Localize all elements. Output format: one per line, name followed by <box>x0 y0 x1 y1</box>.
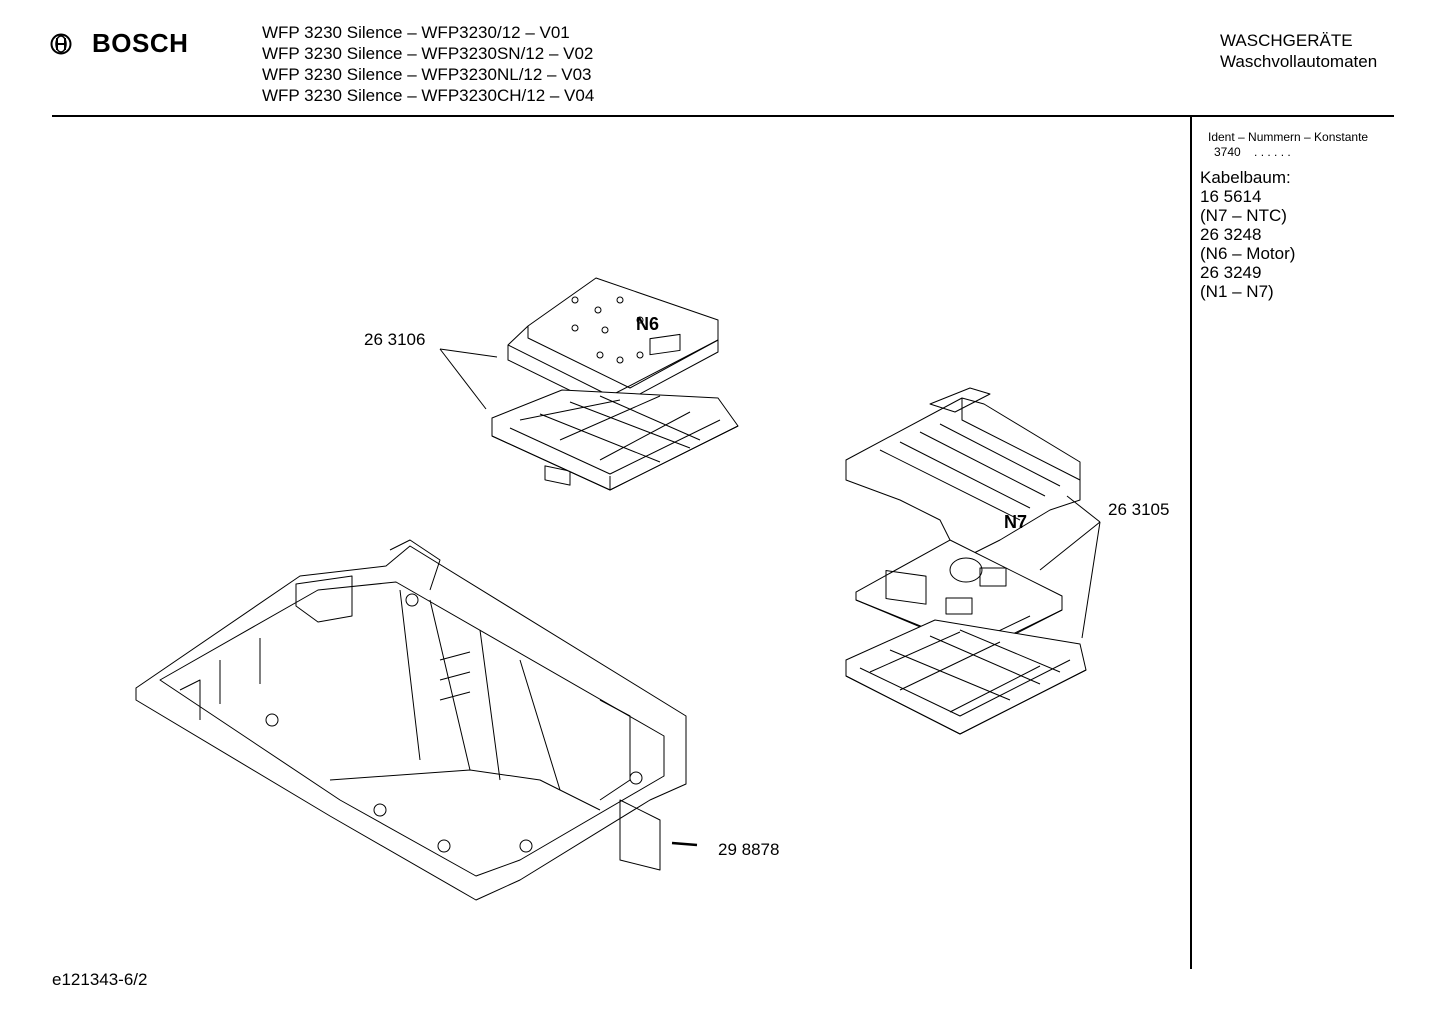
leader-line <box>1081 521 1101 639</box>
ident-code: 3740 <box>1214 145 1241 159</box>
leader-line <box>1039 521 1101 571</box>
kabelbaum-line: (N1 – N7) <box>1200 282 1274 301</box>
n7-module-board <box>855 539 1063 653</box>
kabelbaum-line: (N7 – NTC) <box>1200 206 1287 225</box>
n7-module-tray <box>845 619 1087 735</box>
category-line: WASCHGERÄTE <box>1220 31 1353 50</box>
module-tag-n7: N7 <box>1004 512 1028 532</box>
sidebar-divider <box>1190 117 1192 969</box>
ident-code-row: 3740 . . . . . . <box>1208 145 1368 160</box>
kabelbaum-line: 26 3248 <box>1200 225 1262 244</box>
base-frame <box>135 539 687 901</box>
kabelbaum-line: Kabelbaum: <box>1200 168 1291 187</box>
kabelbaum-line: 16 5614 <box>1200 187 1262 206</box>
header-divider <box>52 115 1394 117</box>
kabelbaum-list: Kabelbaum: 16 5614 (N7 – NTC) 26 3248 (N… <box>1200 168 1295 301</box>
ident-block: Ident – Nummern – Konstante 3740 . . . .… <box>1208 130 1368 160</box>
part-number-label: 29 8878 <box>718 840 780 859</box>
brand-logo: BOSCH <box>50 28 188 59</box>
category-heading: WASCHGERÄTE Waschvollautomaten <box>1220 30 1377 72</box>
leader-line <box>439 348 487 410</box>
category-line: Waschvollautomaten <box>1220 52 1378 71</box>
model-line: WFP 3230 Silence – WFP3230CH/12 – V04 <box>262 86 595 105</box>
leader-line <box>1066 495 1101 523</box>
ident-title: Ident – Nummern – Konstante <box>1208 130 1369 144</box>
model-line: WFP 3230 Silence – WFP3230/12 – V01 <box>262 23 570 42</box>
document-id: e121343-6/2 <box>52 970 148 989</box>
model-line: WFP 3230 Silence – WFP3230SN/12 – V02 <box>262 44 594 63</box>
leader-line <box>439 348 498 358</box>
part-number-label: 26 3105 <box>1108 500 1170 519</box>
brand-name: BOSCH <box>92 28 189 58</box>
n6-module-tray <box>491 389 739 491</box>
kabelbaum-line: (N6 – Motor) <box>1200 244 1296 263</box>
module-tag-n6: N6 <box>636 314 660 334</box>
n7-module-cover <box>845 387 1081 561</box>
kabelbaum-line: 26 3249 <box>1200 263 1262 282</box>
model-list: WFP 3230 Silence – WFP3230/12 – V01 WFP … <box>262 22 594 106</box>
model-line: WFP 3230 Silence – WFP3230NL/12 – V03 <box>262 65 592 84</box>
bosch-armature-icon <box>50 33 72 54</box>
ident-dots: . . . . . . <box>1254 145 1291 159</box>
leader-line <box>671 841 698 847</box>
exploded-diagram <box>135 277 1101 901</box>
n6-module-board <box>507 277 719 486</box>
part-number-label: 26 3106 <box>364 330 426 349</box>
